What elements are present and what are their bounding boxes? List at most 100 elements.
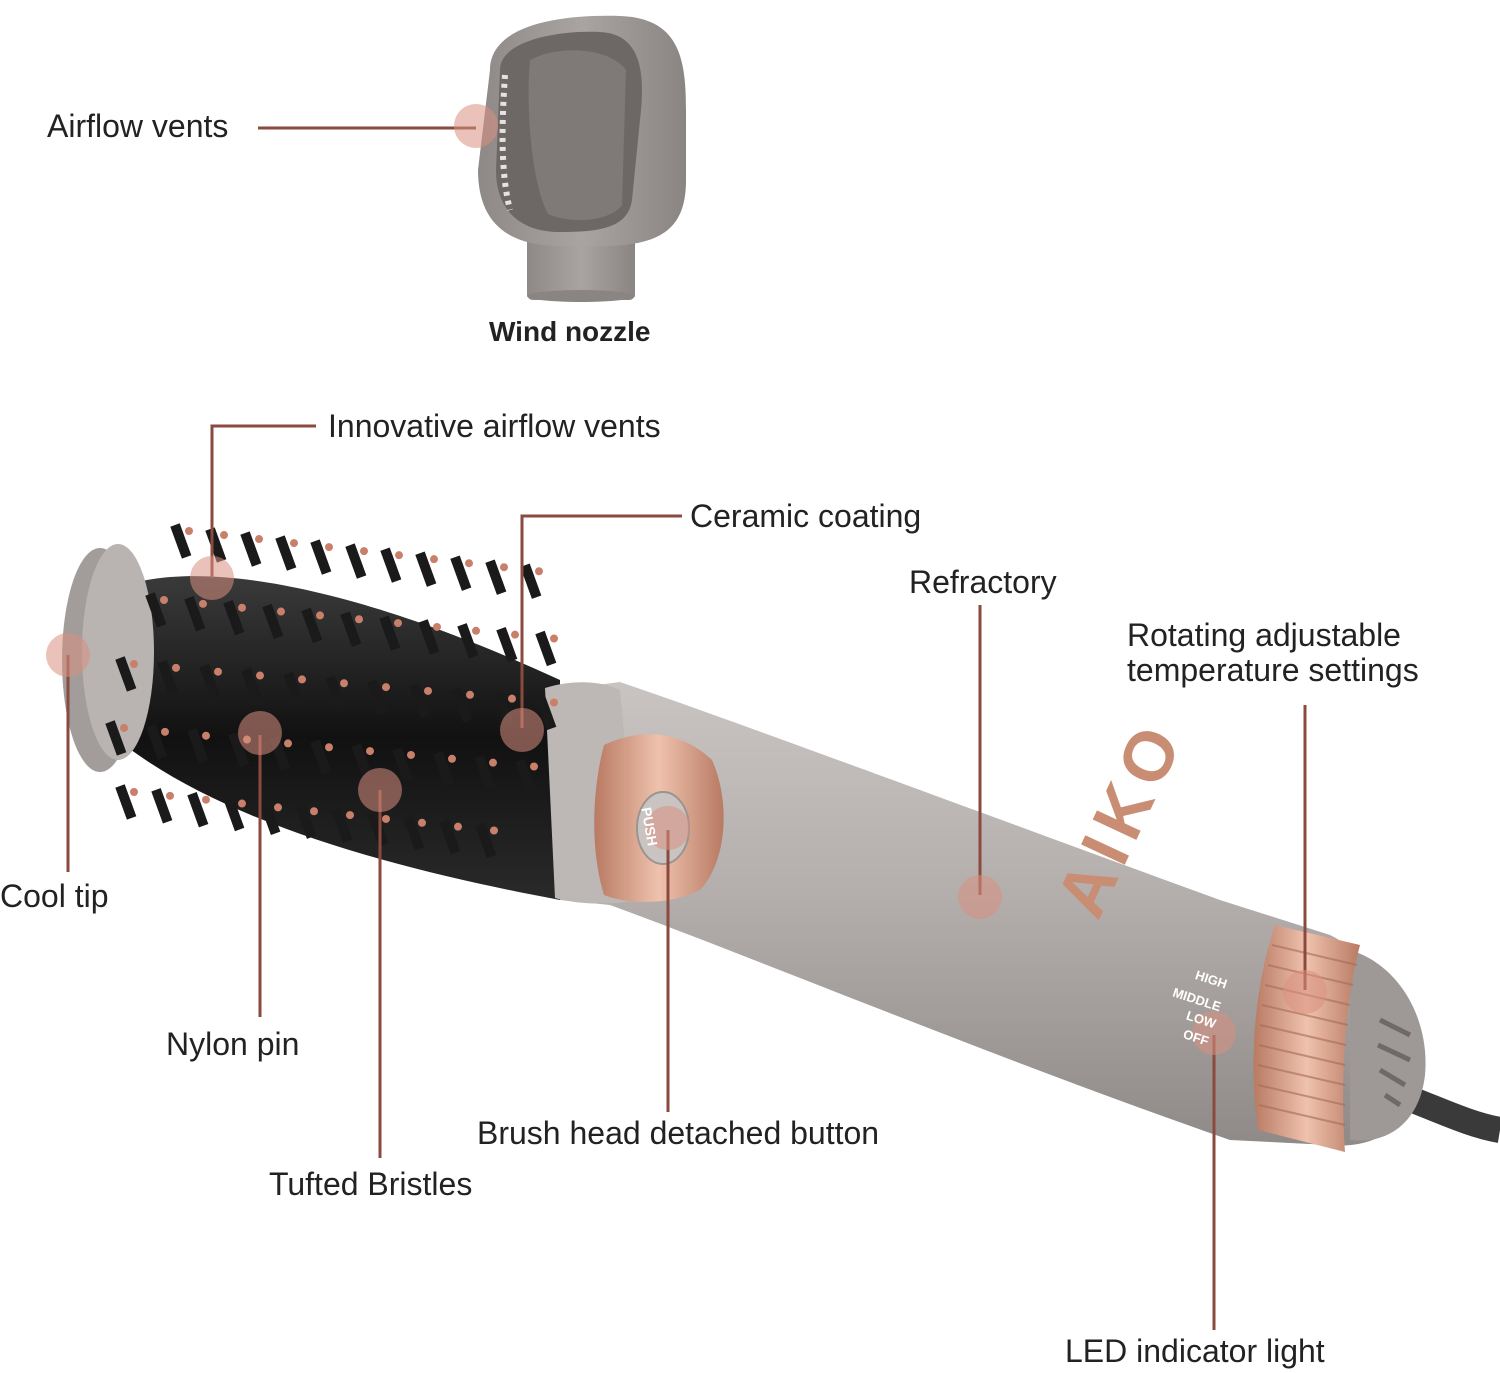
- bristle-tuft: [115, 784, 137, 820]
- nylon-pin-tip: [340, 679, 348, 688]
- label-rotating-line2: temperature settings: [1127, 652, 1419, 688]
- bristle-tuft: [310, 739, 332, 775]
- leader-lines: [66, 126, 1307, 1330]
- bristle-tuft: [105, 720, 127, 756]
- leader-ceramic-coating: [520, 514, 682, 728]
- nylon-pin-tip: [130, 660, 138, 668]
- label-refractory: Refractory: [909, 564, 1057, 600]
- nylon-pin-tip: [220, 531, 228, 540]
- bristle-tuft: [367, 811, 389, 847]
- nylon-pin-tip: [472, 626, 480, 635]
- bristle-tuft: [403, 815, 425, 851]
- bristle-tuft: [450, 555, 472, 591]
- handle-tail: [1350, 950, 1426, 1141]
- nylon-pin-tip: [160, 596, 168, 604]
- bristle-tuft: [379, 615, 401, 651]
- tail-vents: [1376, 1017, 1412, 1108]
- label-tufted-bristles: Tufted Bristles: [269, 1166, 473, 1202]
- nozzle-inner: [528, 50, 626, 221]
- nylon-pin-tip: [284, 739, 292, 748]
- nylon-pin-tip: [448, 754, 456, 763]
- bristle-tuft: [283, 671, 305, 708]
- label-nylon-pin: Nylon pin: [166, 1026, 300, 1062]
- bristle-tuft: [340, 611, 362, 647]
- hotspot-led-indicator: [1192, 1011, 1236, 1055]
- nylon-pin-tip: [489, 758, 497, 767]
- nylon-pin-tip: [382, 814, 390, 823]
- nylon-pin-tip: [424, 686, 432, 695]
- nylon-pin-tip: [161, 727, 169, 736]
- nylon-pin-tip: [454, 822, 462, 831]
- bristle-tuft: [146, 724, 168, 760]
- bristle-tuft: [275, 535, 297, 571]
- nylon-pin-tip: [172, 663, 180, 672]
- nylon-pin-tip: [120, 724, 128, 732]
- nylon-pin-tip: [395, 551, 403, 560]
- bristle-tuft: [223, 795, 245, 832]
- nylon-pin-tip: [202, 795, 210, 804]
- hotspot-nylon-pin: [238, 711, 282, 755]
- nylon-pin-tip: [430, 555, 438, 564]
- bristle-tuft: [151, 788, 173, 824]
- bristle-tuft: [457, 623, 479, 659]
- bristle-tuft: [439, 818, 461, 855]
- hotspot-refractory: [958, 875, 1002, 919]
- bristle-tuft: [515, 758, 537, 795]
- bristle-tuft: [259, 799, 281, 836]
- nylon-pin-tip: [382, 683, 390, 692]
- bristle-tuft: [535, 694, 557, 731]
- bristle-tuft: [418, 619, 440, 655]
- bristle-tuft: [380, 547, 402, 583]
- bristle-tuft: [170, 523, 192, 559]
- label-wind-nozzle: Wind nozzle: [489, 316, 651, 347]
- hotspot-airflow-vents: [454, 104, 498, 148]
- bristle-tuft: [451, 687, 473, 723]
- bristle-tuft: [409, 683, 431, 719]
- nylon-pin-tip: [394, 619, 402, 628]
- leader-innovative-vents: [210, 424, 316, 578]
- bristle-tuft: [241, 667, 263, 704]
- nylon-pin-tip: [508, 694, 516, 703]
- nylon-pin-tip: [238, 799, 246, 808]
- bristle-tuft: [415, 551, 437, 587]
- bristle-tuft: [187, 727, 209, 764]
- hotspot-cool-tip: [46, 633, 90, 677]
- label-airflow-vents: Airflow vents: [47, 108, 229, 144]
- bristle-tuft: [474, 754, 496, 791]
- nylon-pin-tip: [550, 634, 558, 643]
- nylon-pin-tip: [490, 826, 498, 835]
- bristle-tuft: [228, 731, 250, 768]
- nylon-pin-tip: [325, 743, 333, 752]
- nylon-pin-tip: [290, 539, 298, 548]
- nylon-pin-tip: [418, 818, 426, 827]
- bristle-tuft: [187, 791, 209, 828]
- label-cool-tip: Cool tip: [0, 878, 109, 914]
- nylon-pin-tip: [310, 807, 318, 816]
- nylon-pin-tip: [199, 599, 207, 608]
- nylon-pin-tip: [202, 731, 210, 740]
- bristle-tuft: [485, 559, 507, 595]
- bristle-tuft: [199, 663, 221, 700]
- nylon-pin-tip: [433, 622, 441, 631]
- nylon-pin-tip: [465, 559, 473, 568]
- label-rotating-line1: Rotating adjustable: [1127, 617, 1401, 653]
- bristle-tuft: [157, 660, 179, 696]
- nylon-pin-tip: [360, 547, 368, 556]
- nylon-pin-tip: [214, 667, 222, 676]
- bristle-tuft: [310, 539, 332, 575]
- bristle-tuft: [145, 592, 167, 628]
- label-innovative-airflow-vents: Innovative airflow vents: [328, 408, 661, 444]
- nylon-pin-tip: [166, 791, 174, 800]
- nylon-pin-tip: [274, 803, 282, 812]
- hotspot-innovative-vents: [190, 556, 234, 600]
- wind-nozzle-illustration: [478, 15, 686, 302]
- bristle-tuft: [345, 543, 367, 579]
- cool-tip-cap-rim: [82, 544, 154, 760]
- nylon-pin-tip: [325, 543, 333, 552]
- bristle-tuft: [325, 675, 347, 711]
- bristle-tuft: [392, 747, 414, 783]
- nylon-pin-tip: [500, 563, 508, 572]
- nylon-pin-tip: [316, 611, 324, 620]
- nylon-pin-tip: [550, 698, 558, 707]
